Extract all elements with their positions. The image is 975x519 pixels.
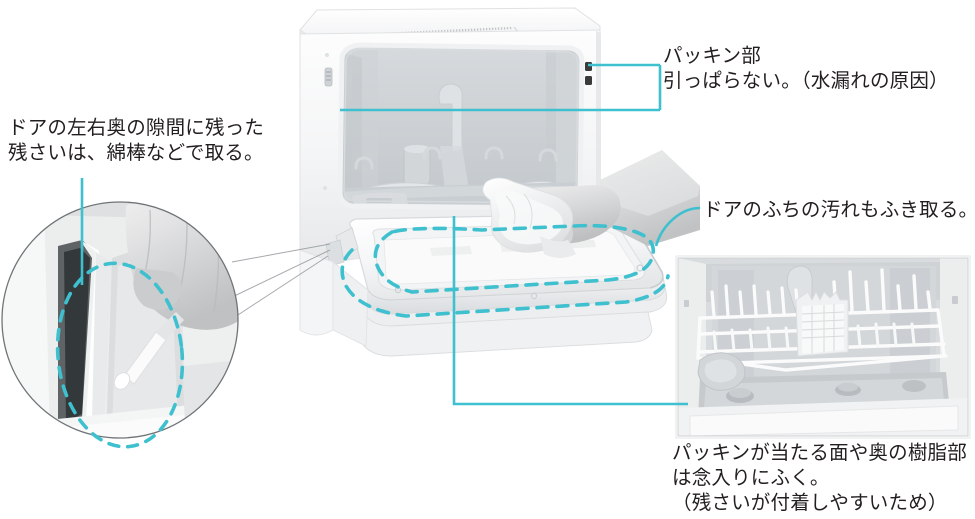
dishwasher-cavity-interior [340, 45, 582, 208]
door-rim-dashed-outline [373, 223, 656, 294]
callout-leaders [80, 63, 701, 406]
sealing-surface-callout-text: パッキンが当たる面や奥の樹脂部 は念入りにふく。 （残さいが付着しやすいため） [672, 442, 967, 514]
packing-callout-text: パッキン部 引っぱらない。（水漏れの原因） [663, 45, 949, 92]
door-edge-callout-text: ドアのふちの汚れもふき取る。 [703, 199, 975, 221]
sealing-surface-leader [452, 216, 688, 406]
hand-wiping-door [482, 150, 700, 258]
corner-gap-dashed-ellipse [55, 261, 185, 449]
interior-basket-photo [675, 255, 971, 439]
gasket-catch-upper [585, 62, 592, 71]
door-edge-leader [654, 206, 701, 247]
packing-leader [340, 63, 662, 112]
gap-callout-text: ドアの左右奥の隙間に残った 残さいは、綿棒などで取る。 [8, 117, 265, 164]
cutlery-holder [795, 290, 849, 357]
gasket-catch-lower [585, 76, 592, 85]
dishwasher-door-open [299, 213, 668, 357]
dishwasher-illustration [299, 7, 700, 357]
magnified-corner-detail [1, 201, 331, 449]
door-front-dashed-outline [340, 248, 670, 318]
